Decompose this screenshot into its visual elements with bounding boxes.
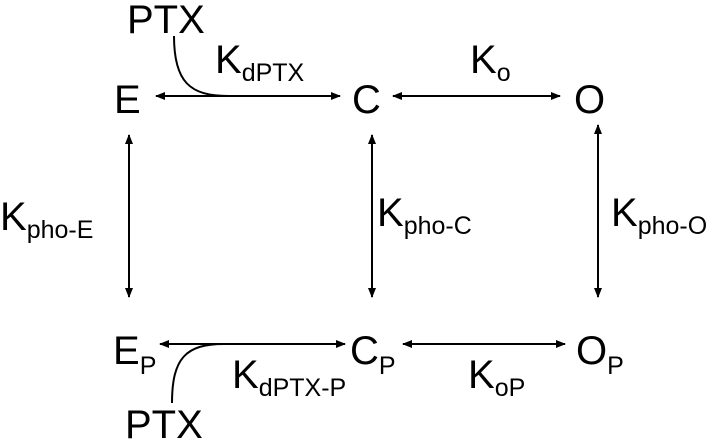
state-e: E (114, 78, 141, 122)
state-o: O (574, 78, 605, 122)
rate-kdptx: KdPTX (215, 38, 305, 87)
ptx-binding-curve-bottom (171, 343, 225, 404)
rate-kdptx-p: KdPTX-P (232, 353, 346, 402)
state-op: OP (576, 329, 624, 380)
state-ep: EP (113, 329, 156, 380)
rate-kpho-c: Kpho-C (377, 191, 472, 240)
state-cp: CP (350, 329, 396, 380)
rate-kpho-o: Kpho-O (611, 191, 707, 240)
rate-kpho-e: Kpho-E (0, 195, 93, 244)
state-c: C (352, 78, 381, 122)
rate-kop: KoP (468, 353, 525, 402)
ptx-label-bottom: PTX (125, 403, 203, 442)
ptx-label-top: PTX (127, 0, 205, 42)
rate-ko: Ko (470, 38, 511, 87)
